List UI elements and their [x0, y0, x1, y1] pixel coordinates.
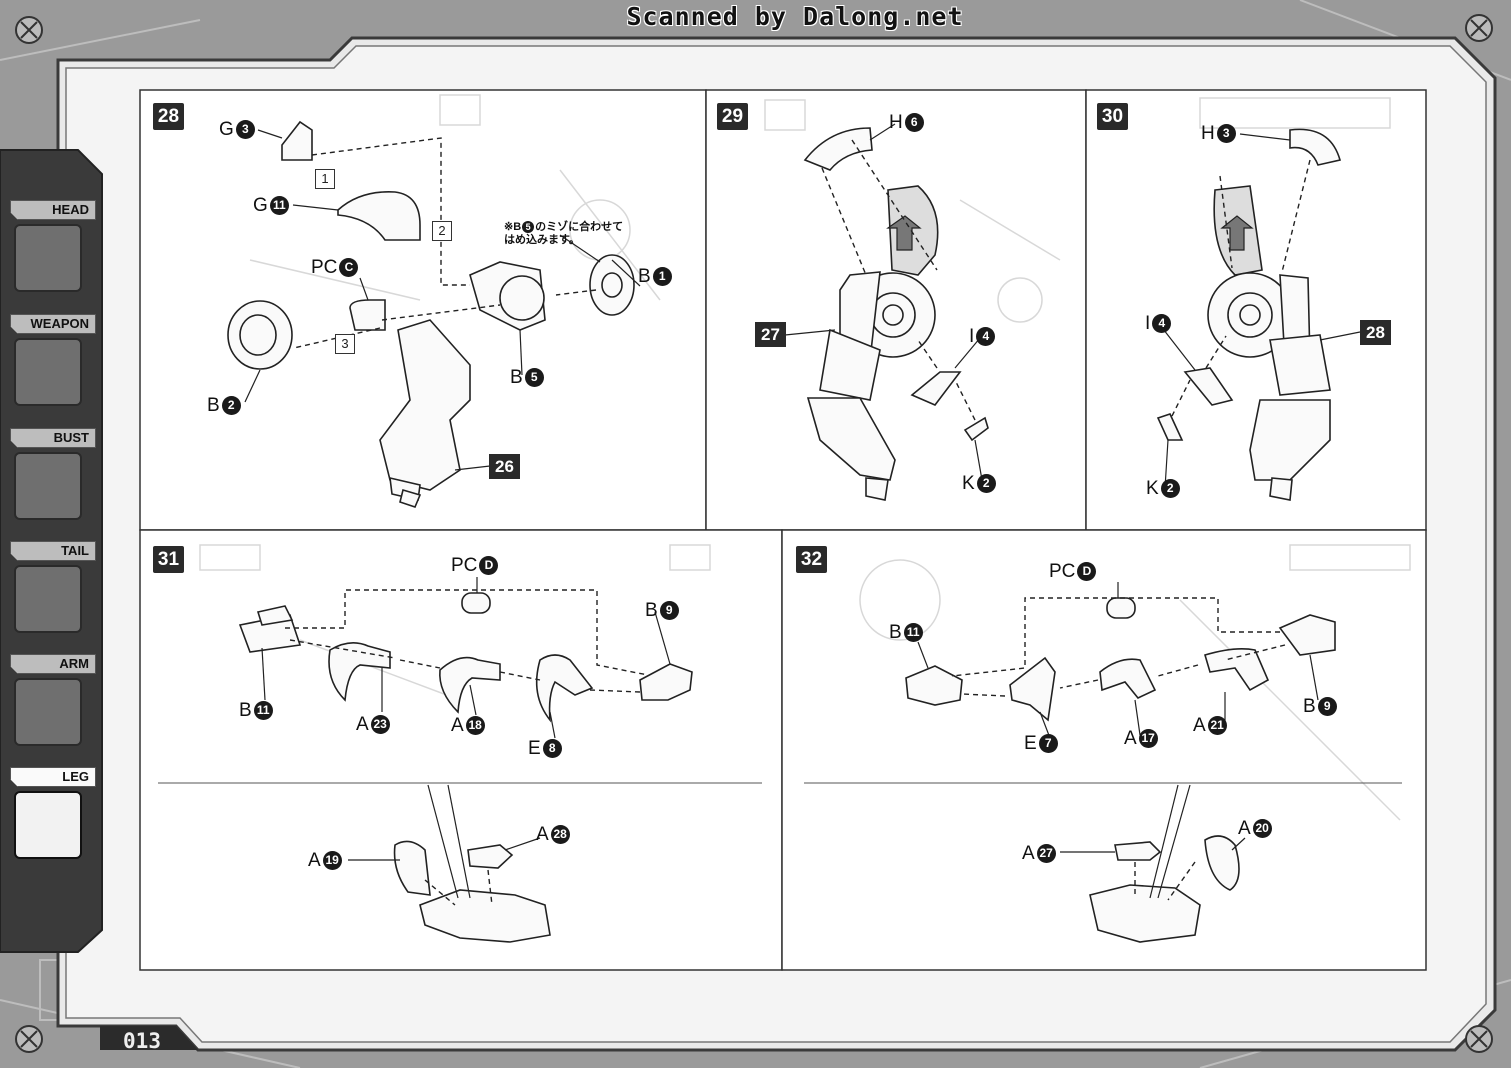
step-reference: 26	[489, 454, 520, 479]
step-number: 29	[717, 103, 748, 130]
leg-part-icon	[14, 791, 82, 859]
watermark-text: Scanned by Dalong.net	[626, 2, 964, 31]
step-number: 30	[1097, 103, 1128, 130]
arm-part-icon	[14, 678, 82, 746]
tab-weapon[interactable]: WEAPON	[6, 314, 98, 416]
tab-tail[interactable]: TAIL	[6, 541, 98, 643]
tab-label: ARM	[10, 654, 96, 674]
sub-step-marker: 1	[315, 169, 335, 189]
step-reference: 28	[1360, 320, 1391, 345]
tab-label: WEAPON	[10, 314, 96, 334]
sub-step-marker: 3	[335, 334, 355, 354]
tab-bust[interactable]: BUST	[6, 428, 98, 530]
tail-part-icon	[14, 565, 82, 633]
weapon-part-icon	[14, 338, 82, 406]
tab-label: BUST	[10, 428, 96, 448]
tab-label: LEG	[10, 767, 96, 787]
step-number: 28	[153, 103, 184, 130]
step-reference: 27	[755, 322, 786, 347]
step-number: 32	[796, 546, 827, 573]
step-number: 31	[153, 546, 184, 573]
sub-step-marker: 2	[432, 221, 452, 241]
head-part-icon	[14, 224, 82, 292]
tab-arm[interactable]: ARM	[6, 654, 98, 756]
page-number: 013	[123, 1029, 161, 1053]
tab-label: HEAD	[10, 200, 96, 220]
tab-leg[interactable]: LEG	[6, 767, 98, 869]
tab-head[interactable]: HEAD	[6, 200, 98, 302]
tab-label: TAIL	[10, 541, 96, 561]
bust-part-icon	[14, 452, 82, 520]
